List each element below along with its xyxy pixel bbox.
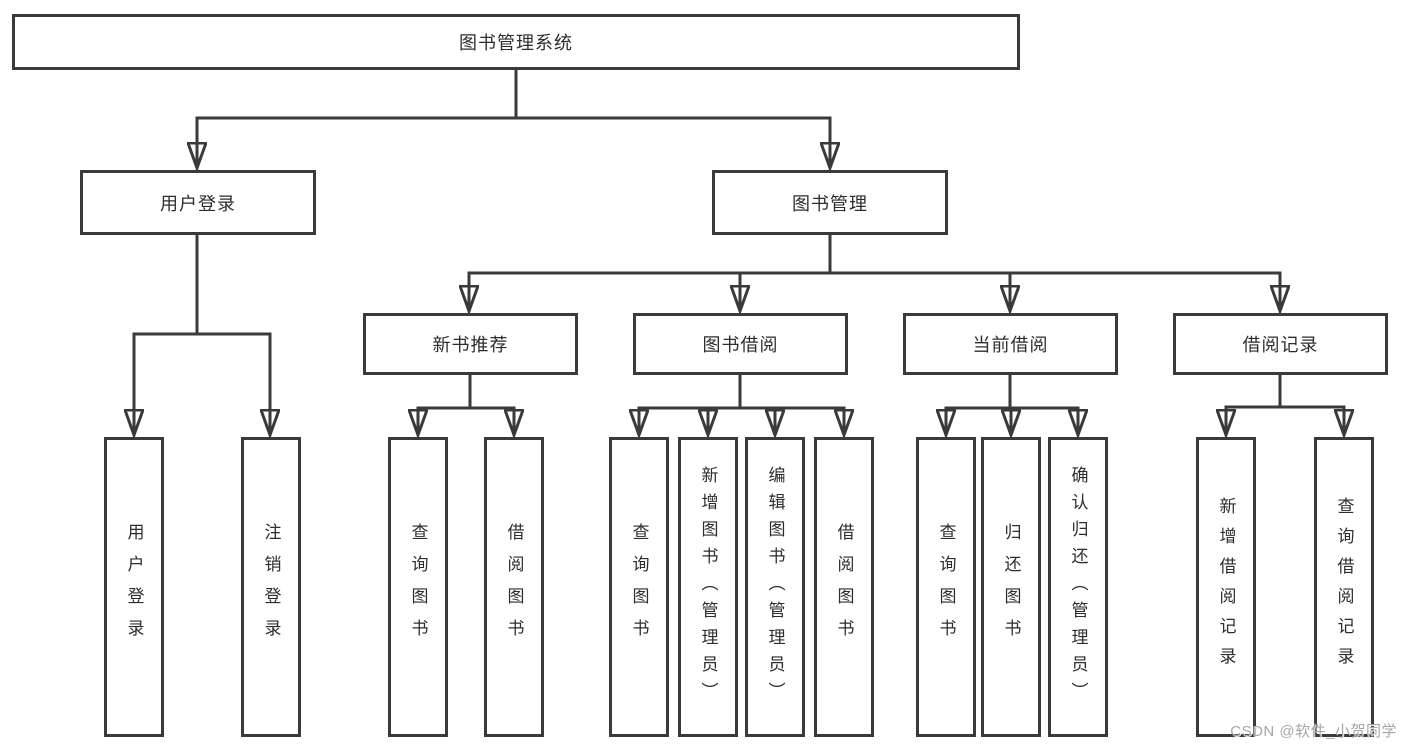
leaf-confirm-return-admin: 确认归还（管理员） bbox=[1048, 437, 1108, 737]
node-book-management-system: 图书管理系统 bbox=[12, 14, 1020, 70]
leaf-query-borrow-record-label: 查询借阅记录 bbox=[1334, 497, 1354, 677]
leaf-query-books-borrow-label: 查询图书 bbox=[629, 523, 649, 651]
leaf-return-books-label: 归还图书 bbox=[1001, 523, 1021, 651]
node-user-login-label: 用户登录 bbox=[160, 193, 236, 214]
leaf-edit-books-admin-label: 编辑图书（管理员） bbox=[765, 465, 785, 709]
leaf-query-books-current: 查询图书 bbox=[916, 437, 976, 737]
leaf-return-books: 归还图书 bbox=[981, 437, 1041, 737]
node-current-borrow: 当前借阅 bbox=[903, 313, 1118, 375]
node-user-login: 用户登录 bbox=[80, 170, 316, 235]
node-new-book-recommend-label: 新书推荐 bbox=[432, 335, 509, 355]
leaf-add-borrow-record: 新增借阅记录 bbox=[1196, 437, 1256, 737]
leaf-edit-books-admin: 编辑图书（管理员） bbox=[745, 437, 805, 737]
node-book-management-system-label: 图书管理系统 bbox=[459, 33, 573, 53]
leaf-borrow-books-recommend-label: 借阅图书 bbox=[504, 523, 524, 651]
node-book-borrow-label: 图书借阅 bbox=[702, 335, 779, 355]
node-current-borrow-label: 当前借阅 bbox=[972, 335, 1049, 355]
node-borrow-records-label: 借阅记录 bbox=[1242, 335, 1319, 355]
leaf-query-books-borrow: 查询图书 bbox=[609, 437, 669, 737]
leaf-query-borrow-record: 查询借阅记录 bbox=[1314, 437, 1374, 737]
node-new-book-recommend: 新书推荐 bbox=[363, 313, 578, 375]
leaf-borrow-books-recommend: 借阅图书 bbox=[484, 437, 544, 737]
leaf-add-books-admin: 新增图书（管理员） bbox=[678, 437, 738, 737]
leaf-borrow-books: 借阅图书 bbox=[814, 437, 874, 737]
leaf-borrow-books-label: 借阅图书 bbox=[834, 523, 854, 651]
csdn-watermark: CSDN @软件_小贺同学 bbox=[1230, 723, 1397, 740]
leaf-user-login: 用户登录 bbox=[104, 437, 164, 737]
leaf-query-books-recommend: 查询图书 bbox=[388, 437, 448, 737]
node-book-management: 图书管理 bbox=[712, 170, 948, 235]
node-borrow-records: 借阅记录 bbox=[1173, 313, 1388, 375]
leaf-add-borrow-record-label: 新增借阅记录 bbox=[1216, 497, 1236, 677]
node-book-borrow: 图书借阅 bbox=[633, 313, 848, 375]
leaf-query-books-recommend-label: 查询图书 bbox=[408, 523, 428, 651]
leaf-confirm-return-admin-label: 确认归还（管理员） bbox=[1068, 465, 1088, 709]
node-book-management-label: 图书管理 bbox=[792, 193, 868, 214]
leaf-query-books-current-label: 查询图书 bbox=[936, 523, 956, 651]
leaf-logout-label: 注销登录 bbox=[261, 523, 281, 651]
leaf-add-books-admin-label: 新增图书（管理员） bbox=[698, 465, 718, 709]
leaf-user-login-label: 用户登录 bbox=[124, 523, 144, 651]
leaf-logout: 注销登录 bbox=[241, 437, 301, 737]
